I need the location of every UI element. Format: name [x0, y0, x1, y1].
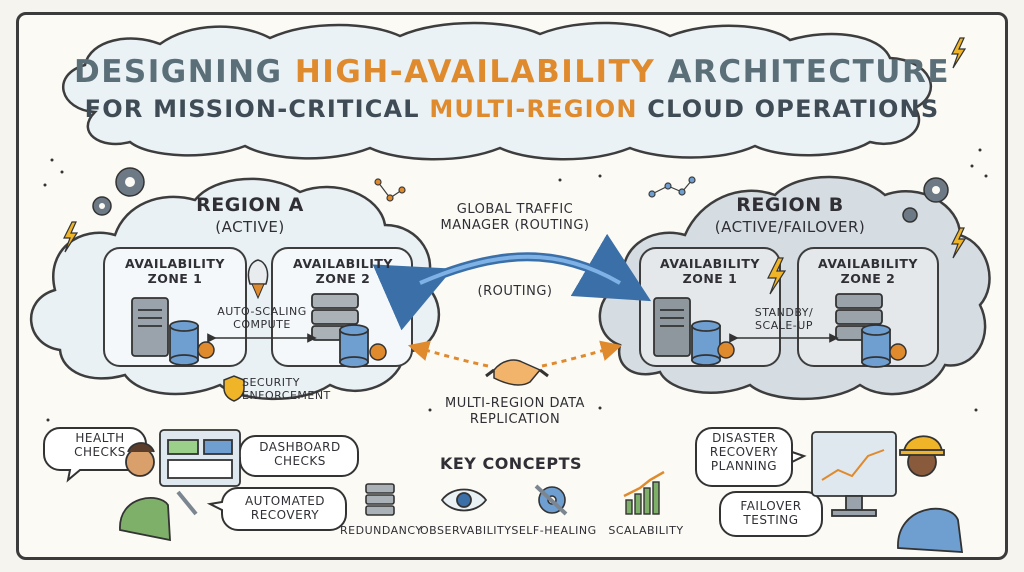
traffic-manager-label: GLOBAL TRAFFIC MANAGER (ROUTING) — [440, 202, 590, 233]
wrench-gear-icon — [534, 484, 568, 516]
region-b-subtitle: (ACTIVE/FAILOVER) — [714, 218, 866, 236]
dashboard-checks-text: DASHBOARD CHECKS — [259, 440, 341, 468]
redundancy-icon — [365, 483, 395, 516]
gear-icon — [902, 207, 918, 223]
shield-icon — [223, 375, 245, 402]
routing-label: (ROUTING) — [477, 284, 553, 299]
concept-self-healing: SELF-HEALING — [511, 524, 597, 537]
db-b2 — [861, 324, 891, 368]
subtitle-part: CLOUD OPERATIONS — [637, 95, 940, 123]
region-b-zone2-label: AVAILABILITY ZONE 2 — [818, 256, 918, 286]
region-a-zone2-label: AVAILABILITY ZONE 2 — [293, 256, 393, 286]
gear-icon — [197, 341, 215, 359]
title-part: ARCHITECTURE — [655, 54, 951, 90]
disaster-recovery-text: DISASTER RECOVERY PLANNING — [709, 431, 779, 473]
bubble-disaster — [695, 427, 807, 487]
gear-icon — [717, 341, 735, 359]
server-rack-a2 — [311, 293, 359, 341]
replication-arrow-left — [407, 340, 489, 368]
region-a-subtitle: (ACTIVE) — [215, 218, 285, 236]
key-concepts-heading: KEY CONCEPTS — [439, 454, 583, 473]
eye-icon — [440, 488, 488, 512]
subtitle-highlight: MULTI-REGION — [429, 95, 638, 123]
bubble-automated — [206, 486, 347, 531]
db-a1 — [169, 320, 199, 366]
title-highlight: HIGH-AVAILABILITY — [294, 54, 656, 90]
automated-recovery-text: AUTOMATED RECOVERY — [244, 494, 326, 522]
server-tower-b1 — [653, 297, 691, 357]
subtitle-part: FOR MISSION-CRITICAL — [84, 95, 430, 123]
server-tower-a1 — [131, 297, 169, 357]
region-a-link-label: AUTO-SCALING COMPUTE — [217, 305, 307, 331]
handshake-icon — [485, 359, 549, 386]
page-title: DESIGNING HIGH-AVAILABILITY ARCHITECTURE — [60, 54, 964, 90]
replication-label: MULTI-REGION DATA REPLICATION — [445, 396, 585, 427]
bubble-failover — [719, 491, 823, 537]
health-checks-text: HEALTH CHECKS — [74, 431, 126, 459]
db-a2 — [339, 324, 369, 368]
title-cloud — [62, 21, 933, 161]
gear-icon — [369, 343, 387, 361]
lightning-icon — [951, 37, 967, 69]
concept-scalability: SCALABILITY — [608, 524, 684, 537]
engineer-right — [811, 431, 964, 553]
lightning-icon — [951, 227, 967, 259]
db-b1 — [691, 320, 721, 366]
concept-observability: OBSERVABILITY — [420, 524, 512, 537]
failover-testing-text: FAILOVER TESTING — [740, 499, 802, 527]
lightning-icon — [63, 221, 79, 253]
bubble-health — [43, 427, 147, 483]
region-a-title: REGION A — [196, 194, 304, 216]
engineer-left — [119, 429, 241, 542]
concept-redundancy: REDUNDANCY — [340, 524, 423, 537]
region-b-link-label: STANDBY/ SCALE-UP — [754, 306, 814, 332]
region-a-zone1-label: AVAILABILITY ZONE 1 — [125, 256, 225, 286]
security-label: SECURITY ENFORCEMENT — [242, 376, 331, 402]
replication-arrow-right — [541, 340, 623, 368]
lightning-icon — [767, 257, 787, 295]
region-b-title: REGION B — [736, 194, 844, 216]
rocket-icon — [247, 259, 269, 300]
gear-icon — [889, 343, 907, 361]
growth-chart-icon — [623, 470, 665, 515]
title-part: DESIGNING — [73, 54, 295, 90]
region-b-zone1-label: AVAILABILITY ZONE 1 — [660, 256, 760, 286]
page-subtitle: FOR MISSION-CRITICAL MULTI-REGION CLOUD … — [60, 95, 964, 123]
